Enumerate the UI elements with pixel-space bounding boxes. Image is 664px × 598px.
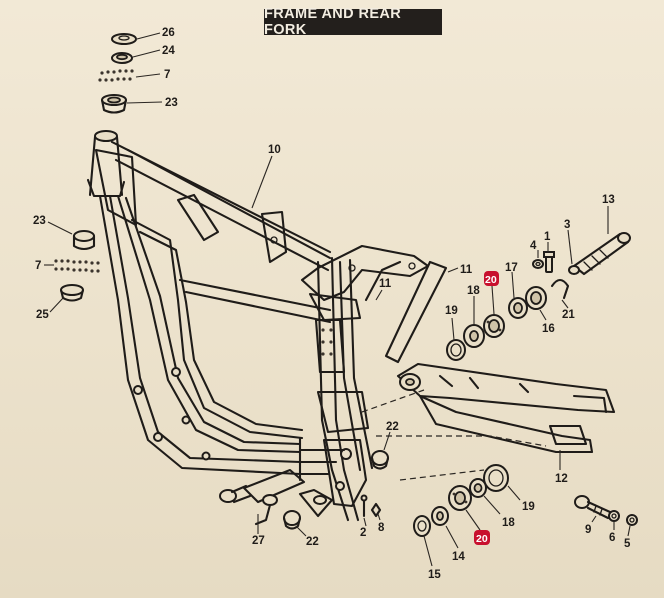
callout-23-left: 23 — [33, 215, 46, 227]
callout-18-bottom: 18 — [502, 517, 515, 529]
callout-26: 26 — [162, 27, 175, 39]
callout-4: 4 — [530, 240, 537, 252]
bearing-20-bottom — [448, 485, 472, 511]
callout-11-b: 11 — [379, 278, 392, 290]
callout-5: 5 — [624, 538, 631, 550]
callout-2: 2 — [360, 527, 366, 539]
bearing-20-top — [483, 314, 505, 338]
callout-14: 14 — [452, 551, 465, 563]
bush-16 — [525, 286, 547, 310]
callout-19-top: 19 — [445, 305, 458, 317]
callout-19-bottom: 19 — [522, 501, 535, 513]
callout-9: 9 — [585, 524, 591, 536]
ball-bearings-7-top — [98, 69, 134, 82]
callout-6: 6 — [609, 532, 615, 544]
bush-22-bottom — [282, 510, 302, 530]
callout-7-left: 7 — [35, 260, 41, 272]
callout-21: 21 — [562, 309, 575, 321]
bush-14 — [431, 506, 449, 526]
callout-8: 8 — [378, 522, 385, 534]
callout-22-right: 22 — [386, 421, 399, 433]
cap-19-bottom — [483, 464, 509, 492]
callout-24: 24 — [162, 45, 175, 57]
callout-20-bottom-highlight: 20 — [474, 530, 490, 545]
spring-clip-21 — [550, 278, 570, 300]
callout-17: 17 — [505, 262, 518, 274]
main-frame — [86, 130, 430, 526]
callout-3: 3 — [564, 219, 570, 231]
ball-bearings-7-left — [54, 259, 100, 273]
callout-20-top-highlight: 20 — [484, 271, 499, 286]
bolt-1 — [543, 251, 555, 273]
cap-15 — [413, 515, 431, 537]
callout-7-top: 7 — [164, 69, 170, 81]
seal-17 — [508, 297, 528, 319]
callout-23-top: 23 — [165, 97, 178, 109]
callout-18-top: 18 — [467, 285, 480, 297]
steering-cup-26 — [111, 33, 137, 45]
diagram-title: FRAME AND REAR FORK — [264, 6, 442, 38]
cap-19-top — [446, 339, 466, 361]
screw-8 — [370, 502, 382, 518]
nut-6 — [608, 510, 620, 522]
grease-nipple-2 — [360, 494, 368, 518]
bearing-cup-23-top — [100, 94, 128, 114]
washer-5 — [626, 514, 638, 526]
washer-3 — [568, 265, 580, 275]
spindle-13 — [572, 232, 631, 276]
seal-18-bottom — [469, 478, 487, 498]
seal-18-top — [463, 324, 485, 348]
steering-cone-25 — [59, 284, 85, 302]
bush-22-right — [370, 450, 390, 470]
callout-15: 15 — [428, 569, 441, 581]
callout-13: 13 — [602, 194, 615, 206]
spindle-bolt-9 — [574, 495, 612, 520]
nut-4 — [532, 259, 544, 269]
callout-22-bottom: 22 — [306, 536, 319, 548]
bearing-cup-23-left — [72, 230, 96, 251]
callout-12: 12 — [555, 473, 568, 485]
callout-10: 10 — [268, 144, 281, 156]
steering-cone-24 — [111, 52, 133, 64]
swing-arm-12 — [396, 362, 616, 454]
callout-1: 1 — [544, 231, 551, 243]
callout-20-top: 20 — [485, 274, 497, 286]
chain-guard-11 — [364, 260, 448, 364]
callout-16: 16 — [542, 323, 555, 335]
callout-20-bottom: 20 — [476, 533, 488, 545]
callout-11-a: 11 — [460, 264, 473, 276]
callout-27: 27 — [252, 535, 265, 547]
callout-25: 25 — [36, 309, 49, 321]
